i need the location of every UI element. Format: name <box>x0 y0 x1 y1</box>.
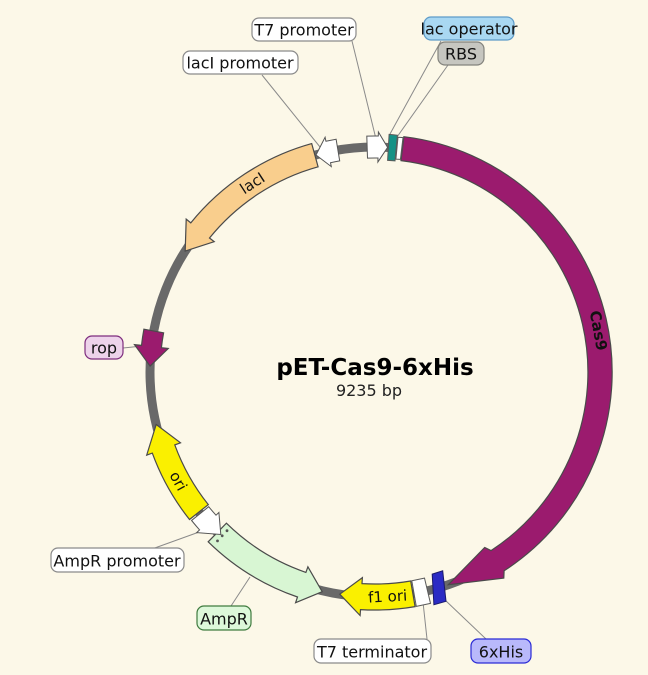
label-text: RBS <box>445 45 477 64</box>
label-box[interactable] <box>84 335 124 360</box>
label-text: lacI promoter <box>186 54 294 73</box>
plasmid-size: 9235 bp <box>336 381 402 400</box>
laci-arrow[interactable] <box>184 142 319 252</box>
ampr-promoter-arrow[interactable] <box>190 505 222 536</box>
label-t7-terminator[interactable]: T7 terminator <box>313 638 432 664</box>
f1-ori-arrow[interactable] <box>338 576 416 617</box>
label-box[interactable] <box>470 638 532 664</box>
label-text: 6xHis <box>479 643 523 662</box>
callout-line-ampr <box>230 576 251 607</box>
label-6xhis[interactable]: 6xHis <box>470 638 532 664</box>
callout-line-t7-terminator <box>422 601 428 640</box>
label-ampr-promoter[interactable]: AmpR promoter <box>50 547 185 573</box>
t7-promoter-arrow[interactable] <box>366 130 389 164</box>
label-text: T7 terminator <box>316 643 427 662</box>
callout-line-laci-promoter <box>261 74 321 148</box>
label-rbs[interactable]: RBS <box>437 41 485 66</box>
f1-ori-label: f1 ori <box>368 587 408 607</box>
label-text: T7 promoter <box>253 21 354 40</box>
label-text: lac operator <box>421 20 518 39</box>
cas9-arrow[interactable] <box>400 136 613 586</box>
label-box[interactable] <box>251 17 357 42</box>
callout-lines <box>122 40 487 640</box>
label-box[interactable] <box>437 41 485 66</box>
callout-line-rbs <box>396 64 449 138</box>
label-text: rop <box>91 339 117 358</box>
label-box[interactable] <box>196 605 252 631</box>
callout-line-t7-promoter <box>351 40 377 140</box>
6xhis-marker[interactable] <box>431 570 447 606</box>
label-box[interactable] <box>423 16 515 41</box>
callout-line-lac-operator <box>389 40 442 135</box>
rop-arrow[interactable] <box>133 328 170 368</box>
plasmid-title: pET-Cas9-6xHis <box>276 355 473 381</box>
t7-terminator-marker[interactable] <box>411 577 432 607</box>
ampr-boundary-dots <box>216 529 229 543</box>
label-box[interactable] <box>182 50 299 75</box>
label-t7-promoter[interactable]: T7 promoter <box>251 17 357 42</box>
label-box[interactable] <box>50 547 185 573</box>
label-lac-operator[interactable]: lac operator <box>421 16 518 41</box>
callout-line-6xhis <box>444 599 487 640</box>
lac-operator-marker[interactable] <box>387 133 398 162</box>
laci-promoter-arrow[interactable] <box>315 135 341 168</box>
label-text: AmpR <box>200 610 248 629</box>
ori-arrow[interactable] <box>145 423 210 521</box>
rbs-marker[interactable] <box>395 136 404 160</box>
label-text: AmpR promoter <box>53 552 181 571</box>
label-ampr[interactable]: AmpR <box>196 605 252 631</box>
label-box[interactable] <box>313 638 432 664</box>
ampr-arrow[interactable] <box>207 522 324 604</box>
label-laci-promoter[interactable]: lacI promoter <box>182 50 299 75</box>
label-rop[interactable]: rop <box>84 335 124 360</box>
